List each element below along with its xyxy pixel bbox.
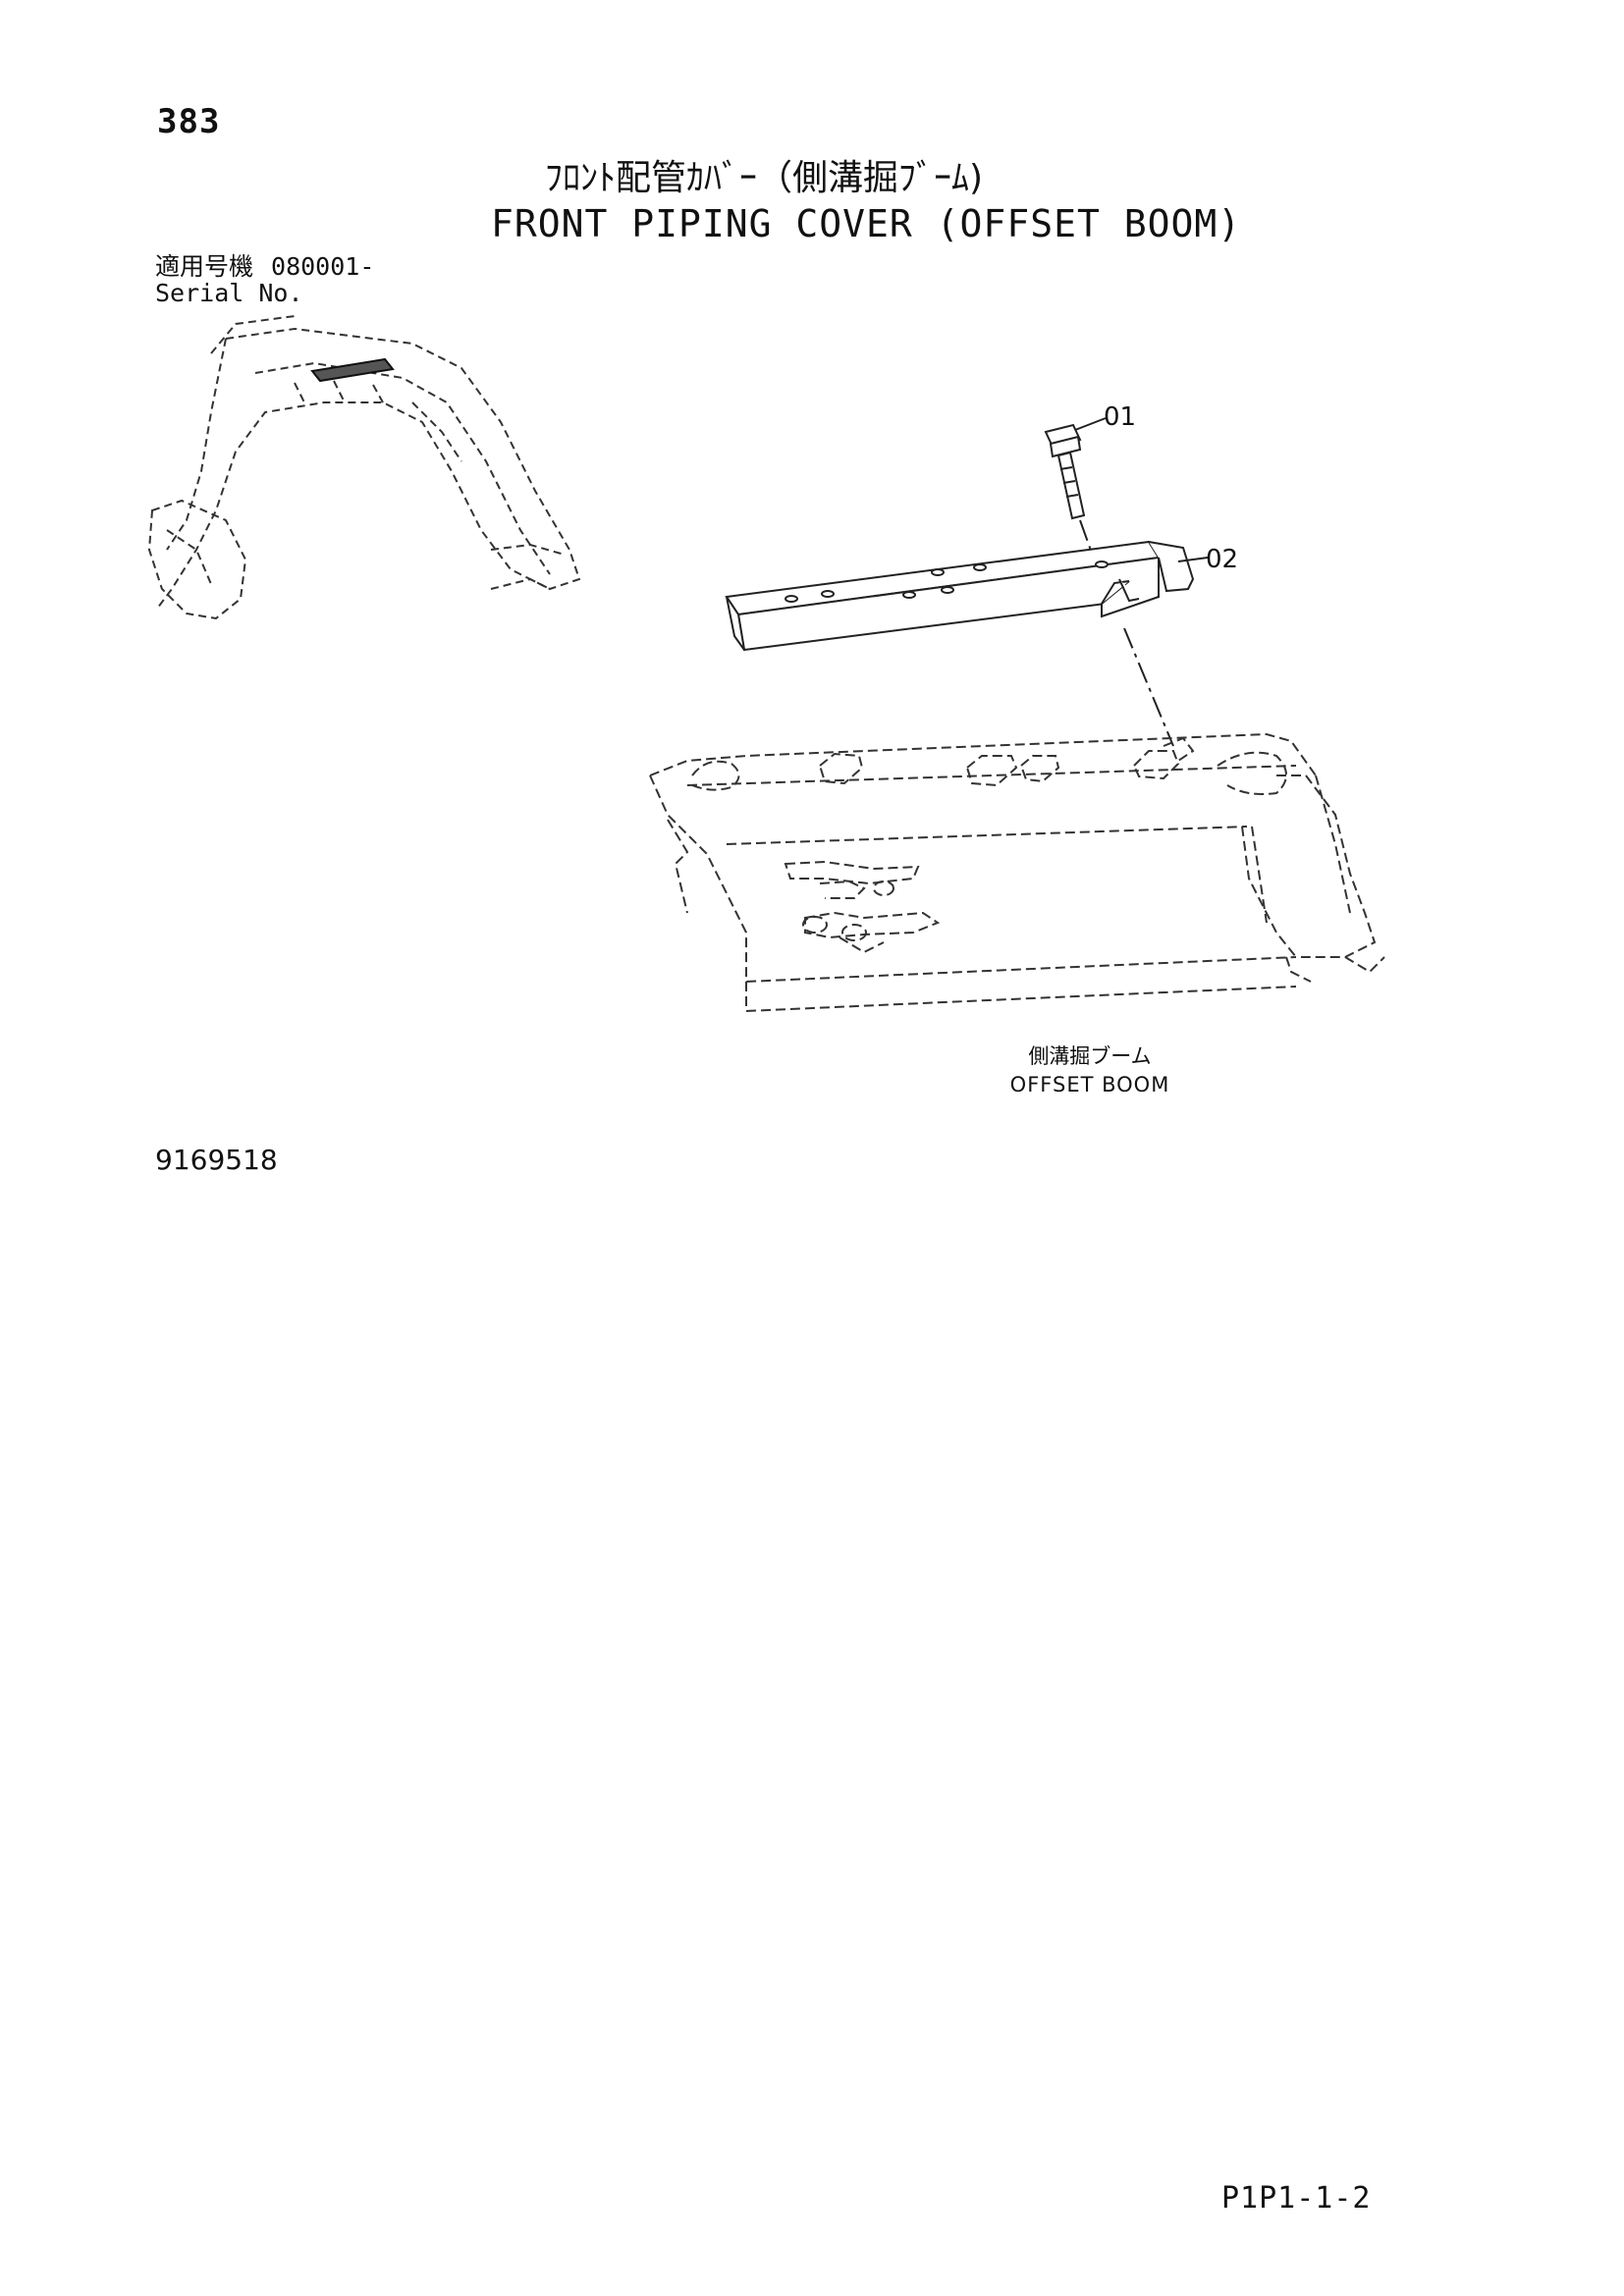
title-english: FRONT PIPING COVER (OFFSET BOOM)	[491, 202, 1242, 245]
serial-code: 080001-	[271, 252, 375, 281]
page-code: P1P1-1-2	[1221, 2181, 1372, 2216]
title-japanese: ﾌﾛﾝﾄ配管ｶﾊﾞｰ（側溝掘ﾌﾞｰﾑ)	[545, 158, 984, 198]
serial-label-en: Serial No.	[155, 279, 303, 307]
highlighted-cover-thumbnail	[310, 357, 395, 383]
cover-part-02	[725, 540, 1195, 652]
offset-boom-outline	[649, 732, 1385, 1013]
page-number: 383	[157, 102, 221, 141]
caption-english: OFFSET BOOM	[1009, 1073, 1170, 1096]
callout-01: 01	[1104, 402, 1137, 432]
leader-line-01	[1074, 417, 1107, 431]
excavator-thumbnail	[147, 315, 581, 620]
leader-line-02	[1177, 557, 1209, 562]
bolt-part-01	[1044, 423, 1086, 520]
serial-label-jp: 適用号機	[155, 252, 254, 281]
caption-japanese: 側溝掘ブーム	[1028, 1044, 1152, 1068]
serial-block: 適用号機 080001- Serial No.	[155, 253, 374, 306]
callout-02: 02	[1206, 545, 1239, 574]
document-id: 9169518	[155, 1144, 278, 1176]
serial-row-jp: 適用号機 080001-	[155, 253, 374, 280]
